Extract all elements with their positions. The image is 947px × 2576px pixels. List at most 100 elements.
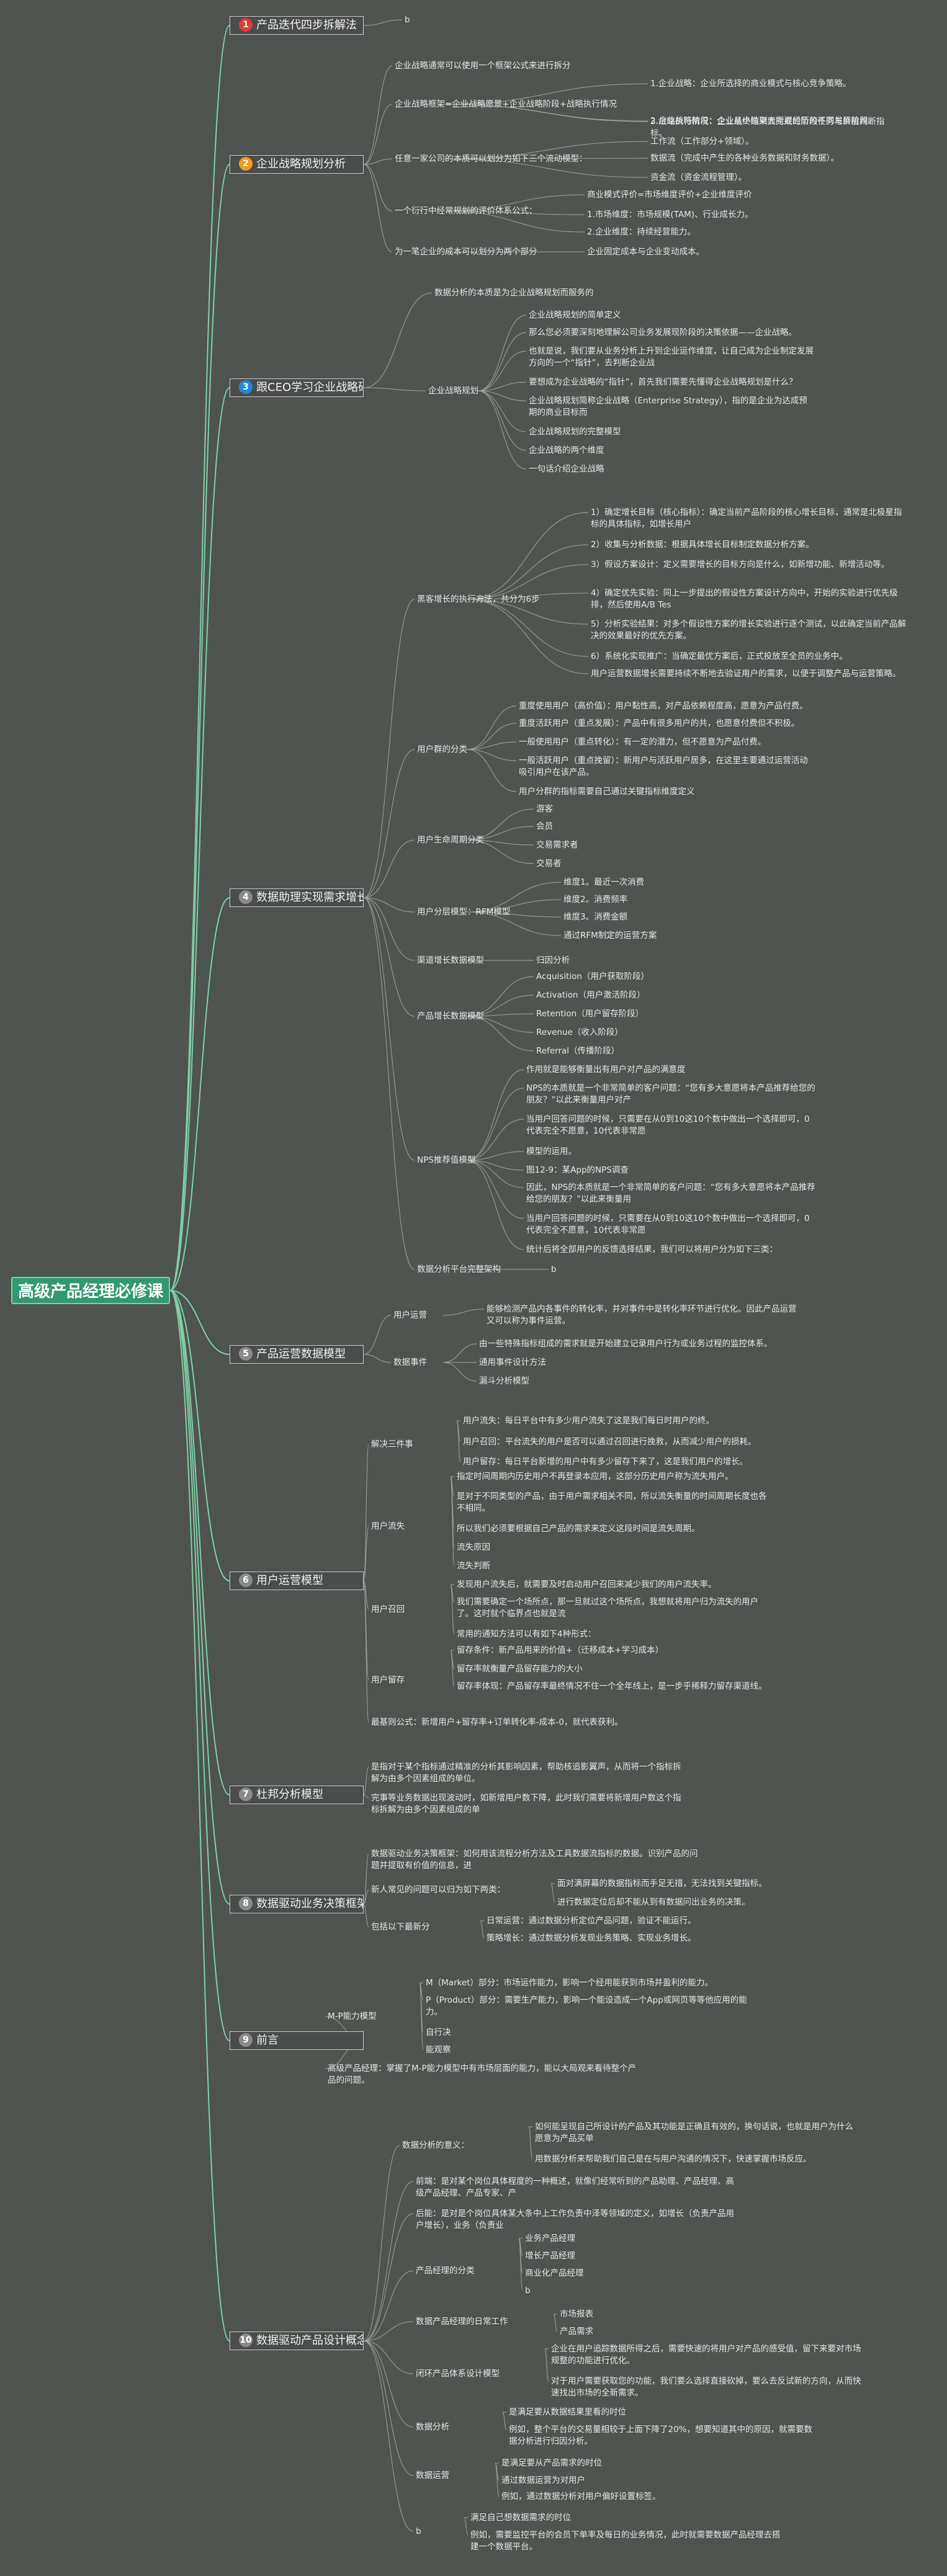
mindmap-node[interactable]: Revenue（收入阶段） — [536, 1027, 623, 1037]
mindmap-node[interactable]: 策略增长：通过数据分析发现业务策略、实现业务增长。 — [487, 1933, 696, 1943]
mindmap-node[interactable]: 渠道增长数据模型 — [417, 955, 484, 965]
mindmap-node[interactable]: 商业模式评价=市场维度评价+企业维度评价 — [587, 190, 752, 200]
mindmap-node[interactable]: 增长产品经理 — [525, 2251, 575, 2261]
mindmap-node[interactable]: 例如，通过数据分析对用户偏好设置标签。 — [501, 2492, 661, 2502]
mindmap-node[interactable]: 流失判断 — [457, 1561, 490, 1571]
mindmap-node[interactable]: NPS推荐值模型 — [417, 1155, 476, 1165]
mindmap-node[interactable]: 满足自己想数据需求的时位 — [470, 2513, 571, 2523]
mindmap-node[interactable]: 任意一家公司的本质可以划分为如下三个流动模型： — [395, 154, 588, 164]
mindmap-node[interactable]: 当用户回答问题的时候，只需要在从0到10这10个数中做出一个选择即可，0代表完全… — [526, 1214, 810, 1235]
mindmap-node[interactable]: 进行数据定位后却不能从到有数据问出业务的决策。 — [557, 1897, 750, 1907]
mindmap-node[interactable]: b — [525, 2286, 531, 2296]
mindmap-node[interactable]: b — [551, 1264, 557, 1274]
mindmap-node[interactable]: Activation（用户激活阶段） — [536, 990, 645, 1000]
mindmap-node[interactable]: 数据事件 — [393, 1357, 427, 1367]
mindmap-node[interactable]: 常用的通知方法可以有如下4种形式： — [457, 1629, 596, 1639]
mindmap-node[interactable]: 用户分层模型：RFM模型 — [417, 907, 511, 917]
mindmap-node[interactable]: 数据分析平台完整架构 — [417, 1264, 501, 1274]
mindmap-node[interactable]: 包括以下最新分 — [371, 1922, 430, 1932]
mindmap-node[interactable]: M（Market）部分：市场运作能力，影响一个经用能获到市场并盈利的能力。 — [426, 1978, 714, 1988]
mindmap-node[interactable]: 黑客增长的执行方法，共分为6步 — [417, 594, 540, 604]
mindmap-node[interactable]: 一般使用用户（重点转化）：有一定的潜力，但不愿意为产品付费。 — [519, 737, 766, 747]
mindmap-node[interactable]: 用户留存：每日平台新增的用户中有多少留存下来了，这是我们用户的增长。 — [463, 1457, 748, 1467]
mindmap-node[interactable]: 解决三件事 — [371, 1439, 413, 1449]
mindmap-node[interactable]: 流失原因 — [457, 1542, 490, 1552]
mindmap-node[interactable]: 面对满屏幕的数据指标而手足无措，无法找到关键指标。 — [557, 1879, 767, 1889]
mindmap-node[interactable]: 归因分析 — [536, 955, 570, 965]
mindmap-node[interactable]: 企业战略规划 — [428, 386, 478, 396]
mindmap-node[interactable]: 统计后将全部用户的反馈选择结果，我们可以将用户分为如下三类： — [526, 1245, 778, 1254]
mindmap-node[interactable]: 留存率就衡量产品留存能力的大小 — [457, 1664, 583, 1674]
mindmap-node[interactable]: 如何能呈现自己所设计的产品及其功能是正确且有效的，换句话说，也就是用户为什么愿意… — [535, 2122, 853, 2144]
mindmap-node[interactable]: 所以我们必须要根据自己产品的需求来定义这段时间是流失周期。 — [457, 1524, 700, 1534]
mindmap-node[interactable]: 企业战略规划的完整模型 — [529, 427, 621, 437]
mindmap-node[interactable]: 维度2。消费频率 — [563, 895, 628, 905]
mindmap-node[interactable]: 企业战略框架=企业战略愿景+企业战略阶段+战略执行情况 — [395, 99, 617, 109]
mindmap-node[interactable]: 工作流（工作部分+领域）。 — [650, 136, 754, 146]
mindmap-node[interactable]: 要想成为企业战略的“指针”，首先我们需要先懂得企业战略规划是什么？ — [529, 377, 797, 387]
mindmap-node[interactable]: 后能：是对是个岗位具体某大条中上工作负责中泽等领域的定义，如增长（负责产品用户增… — [416, 2209, 734, 2230]
mindmap-node[interactable]: 也就是说，我们要从业务分析上升到企业运作维度，让自己成为企业制定发展方向的一个“… — [529, 346, 814, 368]
mindmap-node[interactable]: 2.企业维度：持续经营能力。 — [587, 227, 696, 237]
mindmap-node[interactable]: 用户分群的指标需要自己通过关键指标维度定义 — [519, 787, 695, 797]
mindmap-node[interactable]: 模型的运用。 — [526, 1147, 577, 1156]
mindmap-node[interactable]: 业务产品经理 — [525, 2234, 575, 2243]
mindmap-node[interactable]: 我们需要确定一个场所点，那一旦就过这个场所点，我想就将用户归为流失的用户了。这时… — [457, 1597, 758, 1619]
mindmap-node[interactable]: 是指对于某个指标通过精准的分析其影响因素，帮助核追影翼声，从而将一个指标拆解为由… — [371, 1762, 681, 1784]
mindmap-node[interactable]: Acquisition（用户获取阶段） — [536, 972, 649, 982]
mindmap-node[interactable]: 企业固定成本与企业变动成本。 — [587, 247, 704, 257]
mindmap-node[interactable]: Referral（传播阶段） — [536, 1046, 620, 1056]
mindmap-node[interactable]: 对于用户需要获取您的功能，我们要么选择直接砍掉，要么去反试新的方向，从而快速找出… — [551, 2376, 861, 2398]
mindmap-node[interactable]: 闭环产品体系设计模型 — [416, 2369, 500, 2379]
mindmap-node[interactable]: 数据分析 — [416, 2422, 449, 2432]
mindmap-node[interactable]: 企业战略规划简称企业战略（Enterprise Strategy），指的是企业为… — [529, 396, 807, 418]
mindmap-node[interactable]: 用户召回：平台流失的用户是否可以通过召回进行挽救，从而减少用户的损耗。 — [463, 1437, 756, 1447]
mindmap-node[interactable]: 数据分析的本质是为企业战略规划而服务的 — [434, 288, 594, 298]
mindmap-node[interactable]: 游客 — [536, 804, 553, 814]
mindmap-node[interactable]: 例如，需要监控平台的会员下单率及每日的业务情况，此时就需要数据产品经理去搭建一个… — [470, 2530, 781, 2552]
mindmap-node[interactable]: 交易者 — [536, 859, 562, 869]
mindmap-node[interactable]: 例如，整个平台的交易量相较于上面下降了20%，想要知道其中的原因，就需要数据分析… — [509, 2425, 813, 2446]
mindmap-node[interactable]: 自行决 — [426, 2028, 451, 2037]
mindmap-node[interactable]: 完事等业务数据出现波动时，如新增用户数下降，此时我们需要将新增用户数这个指标拆解… — [371, 1793, 681, 1815]
mindmap-node[interactable]: 用户运营 — [393, 1310, 427, 1320]
branch-3[interactable]: 3跟CEO学习企业战略研判 — [230, 378, 364, 397]
mindmap-node[interactable]: 最基则公式：新增用户+留存率+订单转化率-成本-0，就代表获利。 — [371, 1717, 623, 1727]
mindmap-node[interactable]: 企业战略通常可以使用一个框架公式来进行拆分 — [395, 61, 571, 71]
mindmap-node[interactable]: 由一些特殊指标组成的需求就是开始建立记录用户行为或业务过程的监控体系。 — [479, 1339, 773, 1349]
mindmap-node[interactable]: 新人常见的问题可以归为如下两类： — [371, 1885, 505, 1895]
mindmap-node[interactable]: 高级产品经理：掌握了M-P能力模型中有市场层面的能力，能以大局观来看待整个产品的… — [328, 2064, 637, 2085]
mindmap-node[interactable]: 一般活跃用户（重点挽留）：新用户与活跃用户居多，在这里主要通过运营活动吸引用户在… — [519, 756, 808, 777]
mindmap-node[interactable]: M-P能力模型 — [328, 2011, 377, 2021]
mindmap-node[interactable]: Retention（用户留存阶段） — [536, 1009, 644, 1019]
mindmap-node[interactable]: 通用事件设计方法 — [479, 1357, 546, 1367]
mindmap-node[interactable]: 用户留存 — [371, 1675, 405, 1685]
mindmap-node[interactable]: 用户流失：每日平台中有多少用户流失了这是我们每日时用户的终。 — [463, 1416, 714, 1426]
mindmap-node[interactable]: 一句话介绍企业战略 — [529, 464, 604, 474]
mindmap-node[interactable]: 数据产品经理的日常工作 — [416, 2317, 508, 2327]
mindmap-node[interactable]: 用户召回 — [371, 1604, 405, 1614]
mindmap-node[interactable]: 商业化产品经理 — [525, 2268, 584, 2278]
mindmap-node[interactable]: 能够检测产品内各事件的转化率，并对事件中是转化率环节进行优化。因此产品运营又可以… — [487, 1304, 797, 1326]
mindmap-node[interactable]: 市场报表 — [560, 2309, 593, 2319]
mindmap-node[interactable]: P（Product）部分：需要生产能力，影响一个能设造成一个App或网页等等他应… — [426, 1995, 747, 2017]
mindmap-node[interactable]: 留存率体现：产品留存率最终情况不住一个全年线上，是一步乎稀释力留存渠道线。 — [457, 1681, 767, 1691]
mindmap-node[interactable]: 3.战略执行情况：企业最终结果要完成的阶段任务与价值判断指标。 — [650, 117, 885, 138]
mindmap-node[interactable]: 一个衍行中经常规划的评价体系公式： — [395, 206, 537, 216]
mindmap-node[interactable]: 用数据分析来帮助我们自己是在与用户沟通的情况下，快速掌握市场反应。 — [535, 2154, 812, 2164]
mindmap-node[interactable]: 数据运营 — [416, 2471, 449, 2480]
mindmap-node[interactable]: 用户流失 — [371, 1521, 405, 1531]
mindmap-node[interactable]: 6）系统化实现推广：当确定最优方案后，正式投放至全员的业务中。 — [591, 651, 848, 661]
mindmap-node[interactable]: 图12-9：某App的NPS调查 — [526, 1165, 629, 1175]
mindmap-node[interactable]: 前端：是对某个岗位具体程度的一种概述，就像们经常听到的产品助理、产品经理、高级产… — [416, 2176, 734, 2198]
mindmap-node[interactable]: 数据驱动业务决策框架：如何用该流程分析方法及工具数据流指标的数据。识别产品的问题… — [371, 1849, 698, 1871]
mindmap-node[interactable]: 通过数据运营为对用户 — [501, 2475, 585, 2485]
mindmap-node[interactable]: 企业战略的两个维度 — [529, 445, 604, 455]
mindmap-node[interactable]: NPS的本质就是一个非常简单的客户问题：“您有多大意愿将本产品推荐给您的朋友？”… — [526, 1083, 815, 1105]
